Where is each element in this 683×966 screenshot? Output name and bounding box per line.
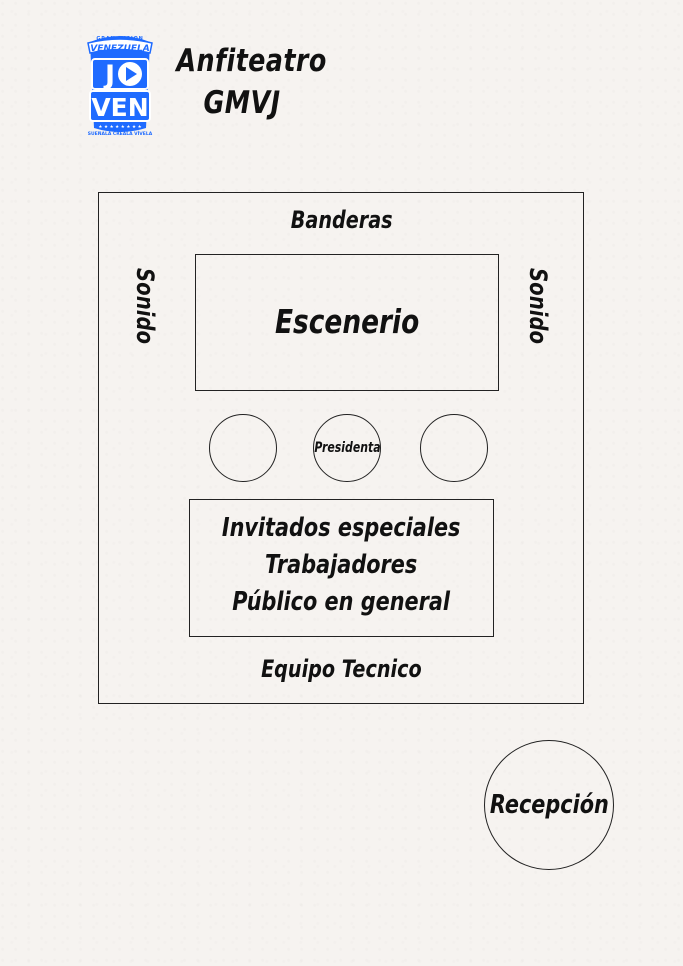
page-title: Anfiteatro GMVJ [176, 40, 327, 124]
seat-right [420, 414, 488, 482]
guests-area: Invitados especiales Trabajadores Públic… [189, 499, 494, 637]
sound-left-label: Sonido [131, 268, 159, 361]
seat-left [209, 414, 277, 482]
title-line-2: GMVJ [203, 85, 281, 121]
flags-area-label: Banderas [0, 206, 683, 234]
seat-president: Presidenta [313, 414, 381, 482]
title-line-1: Anfiteatro [176, 43, 327, 79]
venue-outline [98, 192, 584, 704]
reception-area: Recepción [484, 740, 614, 870]
tech-team-label: Equipo Tecnico [0, 655, 683, 683]
guests-line-workers: Trabajadores [265, 549, 418, 580]
jo-ven-logo-image: GRAN MISION VENEZUELA J VEN ★ ★ ★ ★ ★ ★ … [87, 36, 153, 137]
guests-line-public: Público en general [232, 586, 451, 617]
flags-text: Banderas [290, 206, 393, 234]
president-label: Presidenta [313, 440, 381, 456]
sound-right-label: Sonido [524, 268, 552, 361]
stage-area: Escenerio [195, 254, 499, 391]
svg-text:VEN: VEN [91, 93, 148, 122]
gmvj-logo: GRAN MISION VENEZUELA J VEN ★ ★ ★ ★ ★ ★ … [84, 32, 156, 138]
tech-team-text: Equipo Tecnico [261, 655, 422, 683]
svg-text:J: J [103, 60, 115, 91]
guests-line-special: Invitados especiales [222, 512, 461, 543]
svg-text:SUEÑALA CRÉALA VÍVELA: SUEÑALA CRÉALA VÍVELA [88, 129, 153, 137]
reception-label: Recepción [489, 790, 609, 820]
sound-right-text: Sonido [524, 268, 552, 345]
svg-text:VENEZUELA: VENEZUELA [90, 44, 150, 54]
svg-text:★ ★ ★ ★ ★ ★ ★ ★: ★ ★ ★ ★ ★ ★ ★ ★ [98, 124, 141, 130]
sound-left-text: Sonido [131, 268, 159, 345]
stage-label: Escenerio [274, 302, 420, 341]
